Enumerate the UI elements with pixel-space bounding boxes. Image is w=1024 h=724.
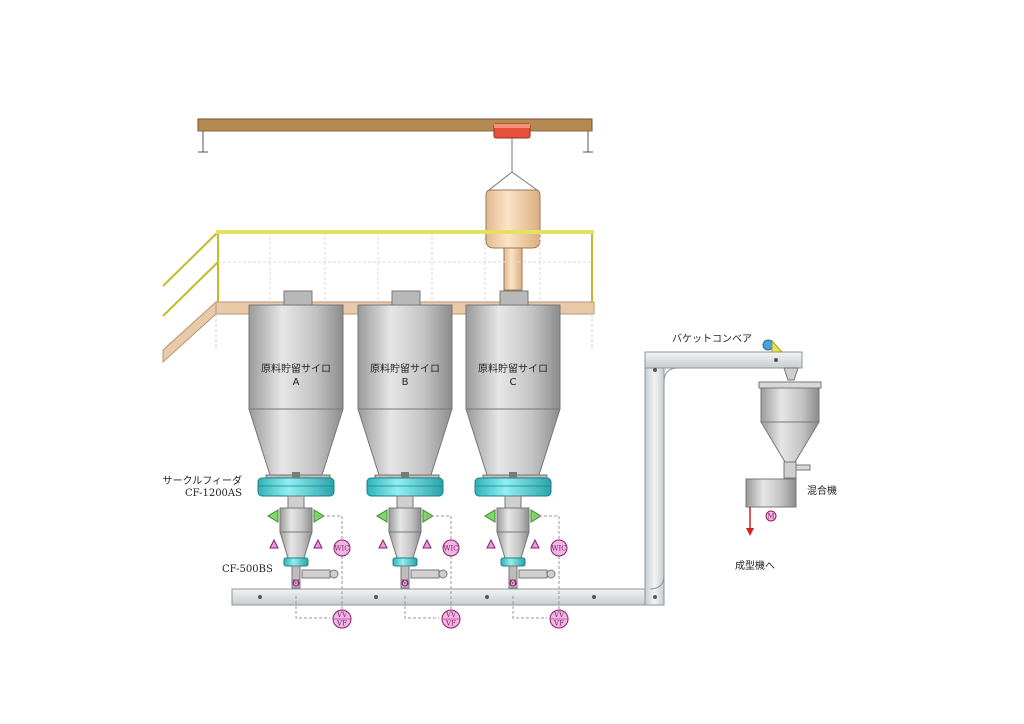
wic-indicator	[333, 539, 351, 557]
feeder-motor-icon	[292, 579, 300, 587]
silo-b-letter: B	[402, 377, 409, 388]
vvvf-label-top: VV	[336, 611, 348, 619]
beam-support-right	[583, 131, 593, 153]
wic-label: WIC	[443, 545, 458, 553]
mixer-motor-label: M	[767, 513, 774, 521]
vvvf-label-bottom: VF	[445, 620, 456, 628]
bucket-conveyor	[231, 339, 803, 606]
mixer-label: 混合機	[807, 484, 837, 497]
vvvf-label-top: VV	[445, 611, 457, 619]
feeder-motor-label: M	[292, 579, 299, 587]
circle-feeder	[474, 477, 552, 497]
wic-label: WIC	[334, 545, 349, 553]
circle-feeder-name: サークルフィーダ	[163, 474, 243, 487]
feeder-motor-label: M	[509, 579, 516, 587]
silo-c	[465, 290, 561, 482]
feeder-motor-label: M	[401, 579, 408, 587]
bucket-conveyor-label: バケットコンベア	[672, 333, 752, 345]
silo-a-label: 原料貯留サイロ	[261, 362, 331, 375]
railing-top-bar	[216, 230, 594, 234]
silo-a-letter: A	[293, 377, 300, 388]
small-feeder-model: CF-500BS	[222, 564, 273, 575]
small-feeder-hopper	[496, 507, 530, 533]
circle-feeder	[257, 477, 335, 497]
vvvf-label-top: VV	[553, 611, 565, 619]
small-feeder-hopper	[279, 507, 313, 533]
hoist-beam	[197, 118, 593, 153]
circle-feeder-model: CF-1200AS	[185, 488, 242, 499]
mixer-motor-icon	[765, 510, 777, 522]
wic-label: WIC	[551, 545, 566, 553]
railing-grid	[218, 232, 592, 302]
silo-c-label: 原料貯留サイロ	[478, 362, 548, 375]
circle-feeder	[366, 477, 444, 497]
mixer: M	[745, 367, 822, 536]
flexible-container-bag	[485, 189, 541, 291]
small-feeder-hopper	[388, 507, 422, 533]
feeder-motor-icon	[509, 579, 517, 587]
silo-c-letter: C	[510, 377, 517, 388]
beam-support-left	[198, 131, 208, 153]
to-molding-label: 成型機へ	[735, 559, 775, 572]
silo-b-label: 原料貯留サイロ	[370, 362, 440, 375]
wic-indicator	[442, 539, 460, 557]
vvvf-label-bottom: VF	[553, 620, 564, 628]
silo-b	[357, 290, 453, 482]
feeder-motor-icon	[401, 579, 409, 587]
vvvf-label-bottom: VF	[336, 620, 347, 628]
hoist-trolley	[488, 123, 538, 191]
wic-indicator	[550, 539, 568, 557]
